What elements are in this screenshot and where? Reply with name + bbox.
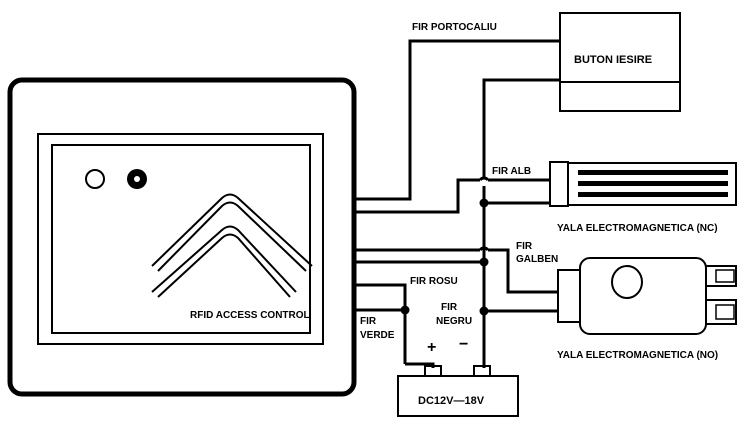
- rfid-reader: RFID ACCESS CONTROL: [7, 77, 357, 397]
- label-fir-galben-2: GALBEN: [516, 254, 558, 265]
- wire-white-hop: [478, 176, 490, 182]
- wire-button-common: [482, 78, 560, 178]
- rfid-wave-inner-inner-icon: [157, 233, 291, 298]
- power-supply-box: [397, 375, 519, 417]
- plus-symbol: +: [427, 339, 436, 356]
- wire-plus-terminal: [405, 362, 435, 368]
- wire-red: [354, 283, 407, 364]
- maglock-no: YALA ELECTROMAGNETICA (NO): [557, 257, 737, 361]
- rfid-wave-outer-inner-icon: [157, 201, 307, 272]
- rfid-wave-outer-icon: [151, 193, 313, 267]
- label-fir-rosu: FIR ROSU: [410, 276, 458, 287]
- label-fir-verde-1: FIR: [360, 316, 377, 327]
- maglock-nc: YALA ELECTROMAGNETICA (NC): [549, 161, 737, 234]
- label-fir-portocaliu: FIR PORTOCALIU: [412, 22, 497, 33]
- rfid-wave-inner-icon: [151, 225, 297, 293]
- junction-reader-ground: [479, 257, 489, 267]
- maglock-no-bolt-bottom-tip: [715, 304, 735, 320]
- junction-green: [400, 305, 410, 315]
- wire-yellow-hop: [478, 246, 490, 252]
- label-fir-negru-1: FIR: [441, 302, 458, 313]
- power-supply: DC12V—18V + −: [397, 336, 519, 417]
- label-fir-alb: FIR ALB: [492, 166, 531, 177]
- power-supply-label: DC12V—18V: [418, 395, 485, 407]
- maglock-nc-stripe-1: [578, 170, 728, 175]
- exit-button-label: BUTON IESIRE: [574, 54, 652, 66]
- junction-nc: [479, 198, 489, 208]
- wire-white-a: [354, 178, 480, 214]
- junction-no: [479, 306, 489, 316]
- wires: [354, 39, 560, 368]
- maglock-no-collar: [557, 269, 581, 323]
- maglock-no-body: [579, 257, 707, 335]
- maglock-no-label: YALA ELECTROMAGNETICA (NO): [557, 350, 718, 361]
- led-indicator-icon: [85, 169, 105, 189]
- maglock-no-bolt-top-tip: [715, 269, 735, 283]
- exit-button-unit: BUTON IESIRE: [559, 12, 681, 112]
- exit-button-base: [559, 81, 681, 112]
- beeper-center: [134, 176, 140, 182]
- maglock-no-cylinder-icon: [611, 265, 643, 299]
- label-fir-negru-2: NEGRU: [436, 316, 472, 327]
- wire-orange: [354, 39, 560, 201]
- wire-yellow-b: [488, 248, 558, 294]
- rfid-label: RFID ACCESS CONTROL: [190, 310, 310, 321]
- maglock-nc-label: YALA ELECTROMAGNETICA (NC): [557, 223, 718, 234]
- power-minus-terminal: [473, 365, 491, 377]
- minus-symbol: −: [459, 336, 468, 353]
- maglock-nc-end: [549, 161, 569, 207]
- label-fir-galben-1: FIR: [516, 241, 533, 252]
- maglock-nc-stripe-3: [578, 192, 728, 197]
- maglock-nc-stripe-2: [578, 181, 728, 186]
- label-fir-verde-2: VERDE: [360, 330, 395, 341]
